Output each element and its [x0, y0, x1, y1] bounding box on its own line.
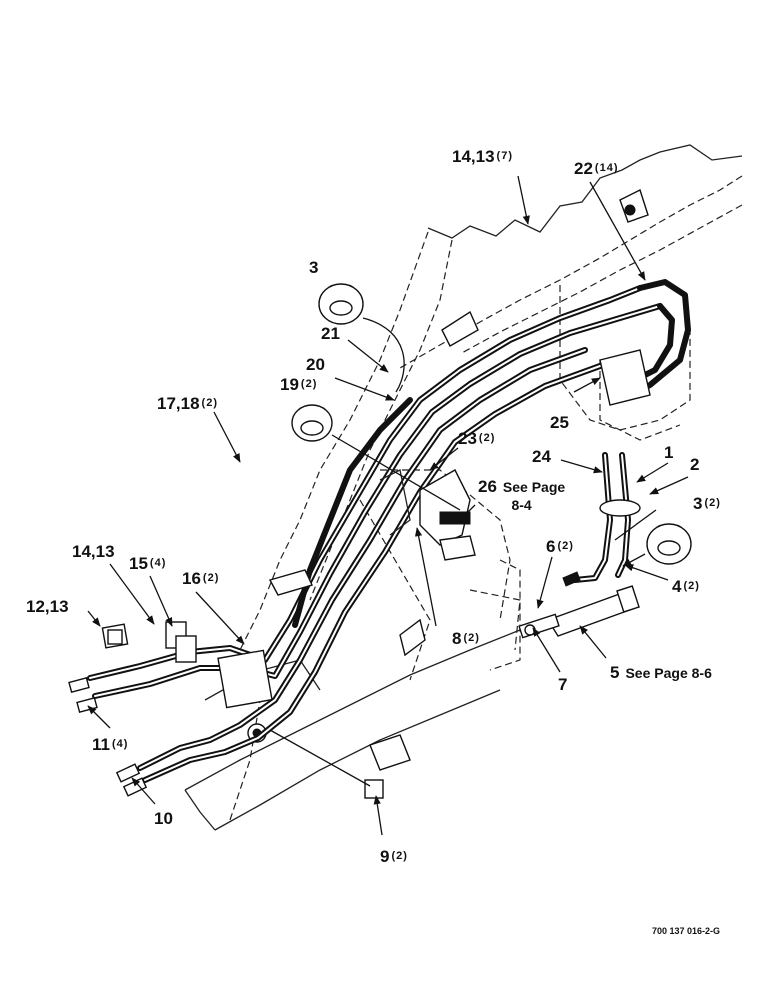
hydraulic-hoses: [87, 279, 691, 783]
callout-9: 9(2): [380, 848, 408, 865]
callout-number: 14,13: [452, 147, 495, 166]
callout-11: 11(4): [92, 736, 128, 753]
callout-qty: (2): [201, 397, 218, 409]
callout-number: 14,13: [72, 542, 115, 561]
callout-21: 21: [321, 325, 340, 342]
callout-number: 3: [693, 494, 703, 513]
frame-break-line: [427, 144, 743, 239]
document-number: 700 137 016-2-G: [652, 926, 721, 936]
brackets: [107, 189, 651, 799]
callout-3-ring: 3: [309, 259, 318, 276]
callout-qty: (7): [496, 150, 513, 162]
valve-assembly: [419, 469, 476, 561]
callout-number: 1: [664, 443, 674, 462]
callout-26: 26 See Page 8-4: [478, 478, 565, 512]
leader-lines: [87, 175, 689, 836]
callout-page-ref: See Page 8-6: [625, 665, 712, 681]
callout-20: 20: [306, 356, 325, 373]
callout-number: 25: [550, 413, 569, 432]
callout-page-ref-2: 8-4: [511, 497, 532, 513]
callout-number: 3: [309, 258, 319, 277]
lift-cylinder: [518, 571, 640, 639]
callout-qty: (2): [391, 850, 408, 862]
callout-number: 16: [182, 569, 201, 588]
callout-24: 24: [532, 448, 551, 465]
callout-qty: (2): [704, 497, 721, 509]
callout-number: 21: [321, 324, 340, 343]
callout-number: 17,18: [157, 394, 200, 413]
callout-3-ring-qty: 3(2): [693, 495, 721, 512]
callout-number: 4: [672, 577, 682, 596]
callout-number: 15: [129, 554, 148, 573]
callout-2: 2: [690, 456, 699, 473]
callout-12: 12,13: [26, 598, 69, 615]
callout-14-left: 14,13: [72, 543, 115, 560]
callout-qty: (2): [300, 378, 318, 390]
callout-16: 16(2): [182, 570, 219, 587]
callout-number: 2: [690, 455, 700, 474]
callout-number: 10: [154, 809, 173, 828]
callout-1: 1: [664, 444, 673, 461]
callout-qty: (14): [594, 162, 619, 174]
callout-number: 23: [458, 429, 477, 448]
callout-qty: (2): [202, 572, 220, 584]
callout-number: 20: [306, 355, 325, 374]
callout-qty: (2): [478, 432, 496, 444]
callout-4: 4(2): [672, 578, 700, 595]
callout-22: 22(14): [574, 160, 618, 177]
callout-number: 11: [92, 735, 110, 754]
callout-15: 15(4): [129, 555, 166, 572]
callout-25: 25: [550, 414, 569, 431]
callout-5: 5 See Page 8-6: [610, 664, 712, 681]
callout-number: 8: [452, 629, 462, 648]
callout-number: 5: [610, 663, 620, 682]
callout-number: 22: [574, 159, 593, 178]
callout-number: 9: [380, 847, 390, 866]
callout-23: 23(2): [458, 430, 495, 447]
callout-7: 7: [558, 676, 567, 693]
o-rings: [291, 283, 692, 565]
callout-number: 7: [558, 675, 568, 694]
callout-number: 19: [280, 375, 299, 394]
callout-19: 19(2): [280, 376, 317, 393]
callout-number: 6: [546, 537, 556, 556]
callout-qty: (2): [683, 580, 700, 592]
callout-number: 24: [532, 447, 551, 466]
callout-8: 8(2): [452, 630, 480, 647]
callout-17: 17,18(2): [157, 395, 218, 412]
callout-number: 26: [478, 477, 497, 496]
callout-10: 10: [154, 810, 173, 827]
callout-qty: (4): [149, 557, 167, 569]
callout-14-top: 14,13(7): [452, 148, 513, 165]
callout-qty: (2): [557, 540, 574, 552]
callout-qty: (4): [111, 738, 129, 750]
callout-number: 12,13: [26, 597, 69, 616]
callout-qty: (2): [463, 632, 480, 644]
callout-6: 6(2): [546, 538, 574, 555]
callout-page-ref: See Page: [502, 479, 566, 495]
